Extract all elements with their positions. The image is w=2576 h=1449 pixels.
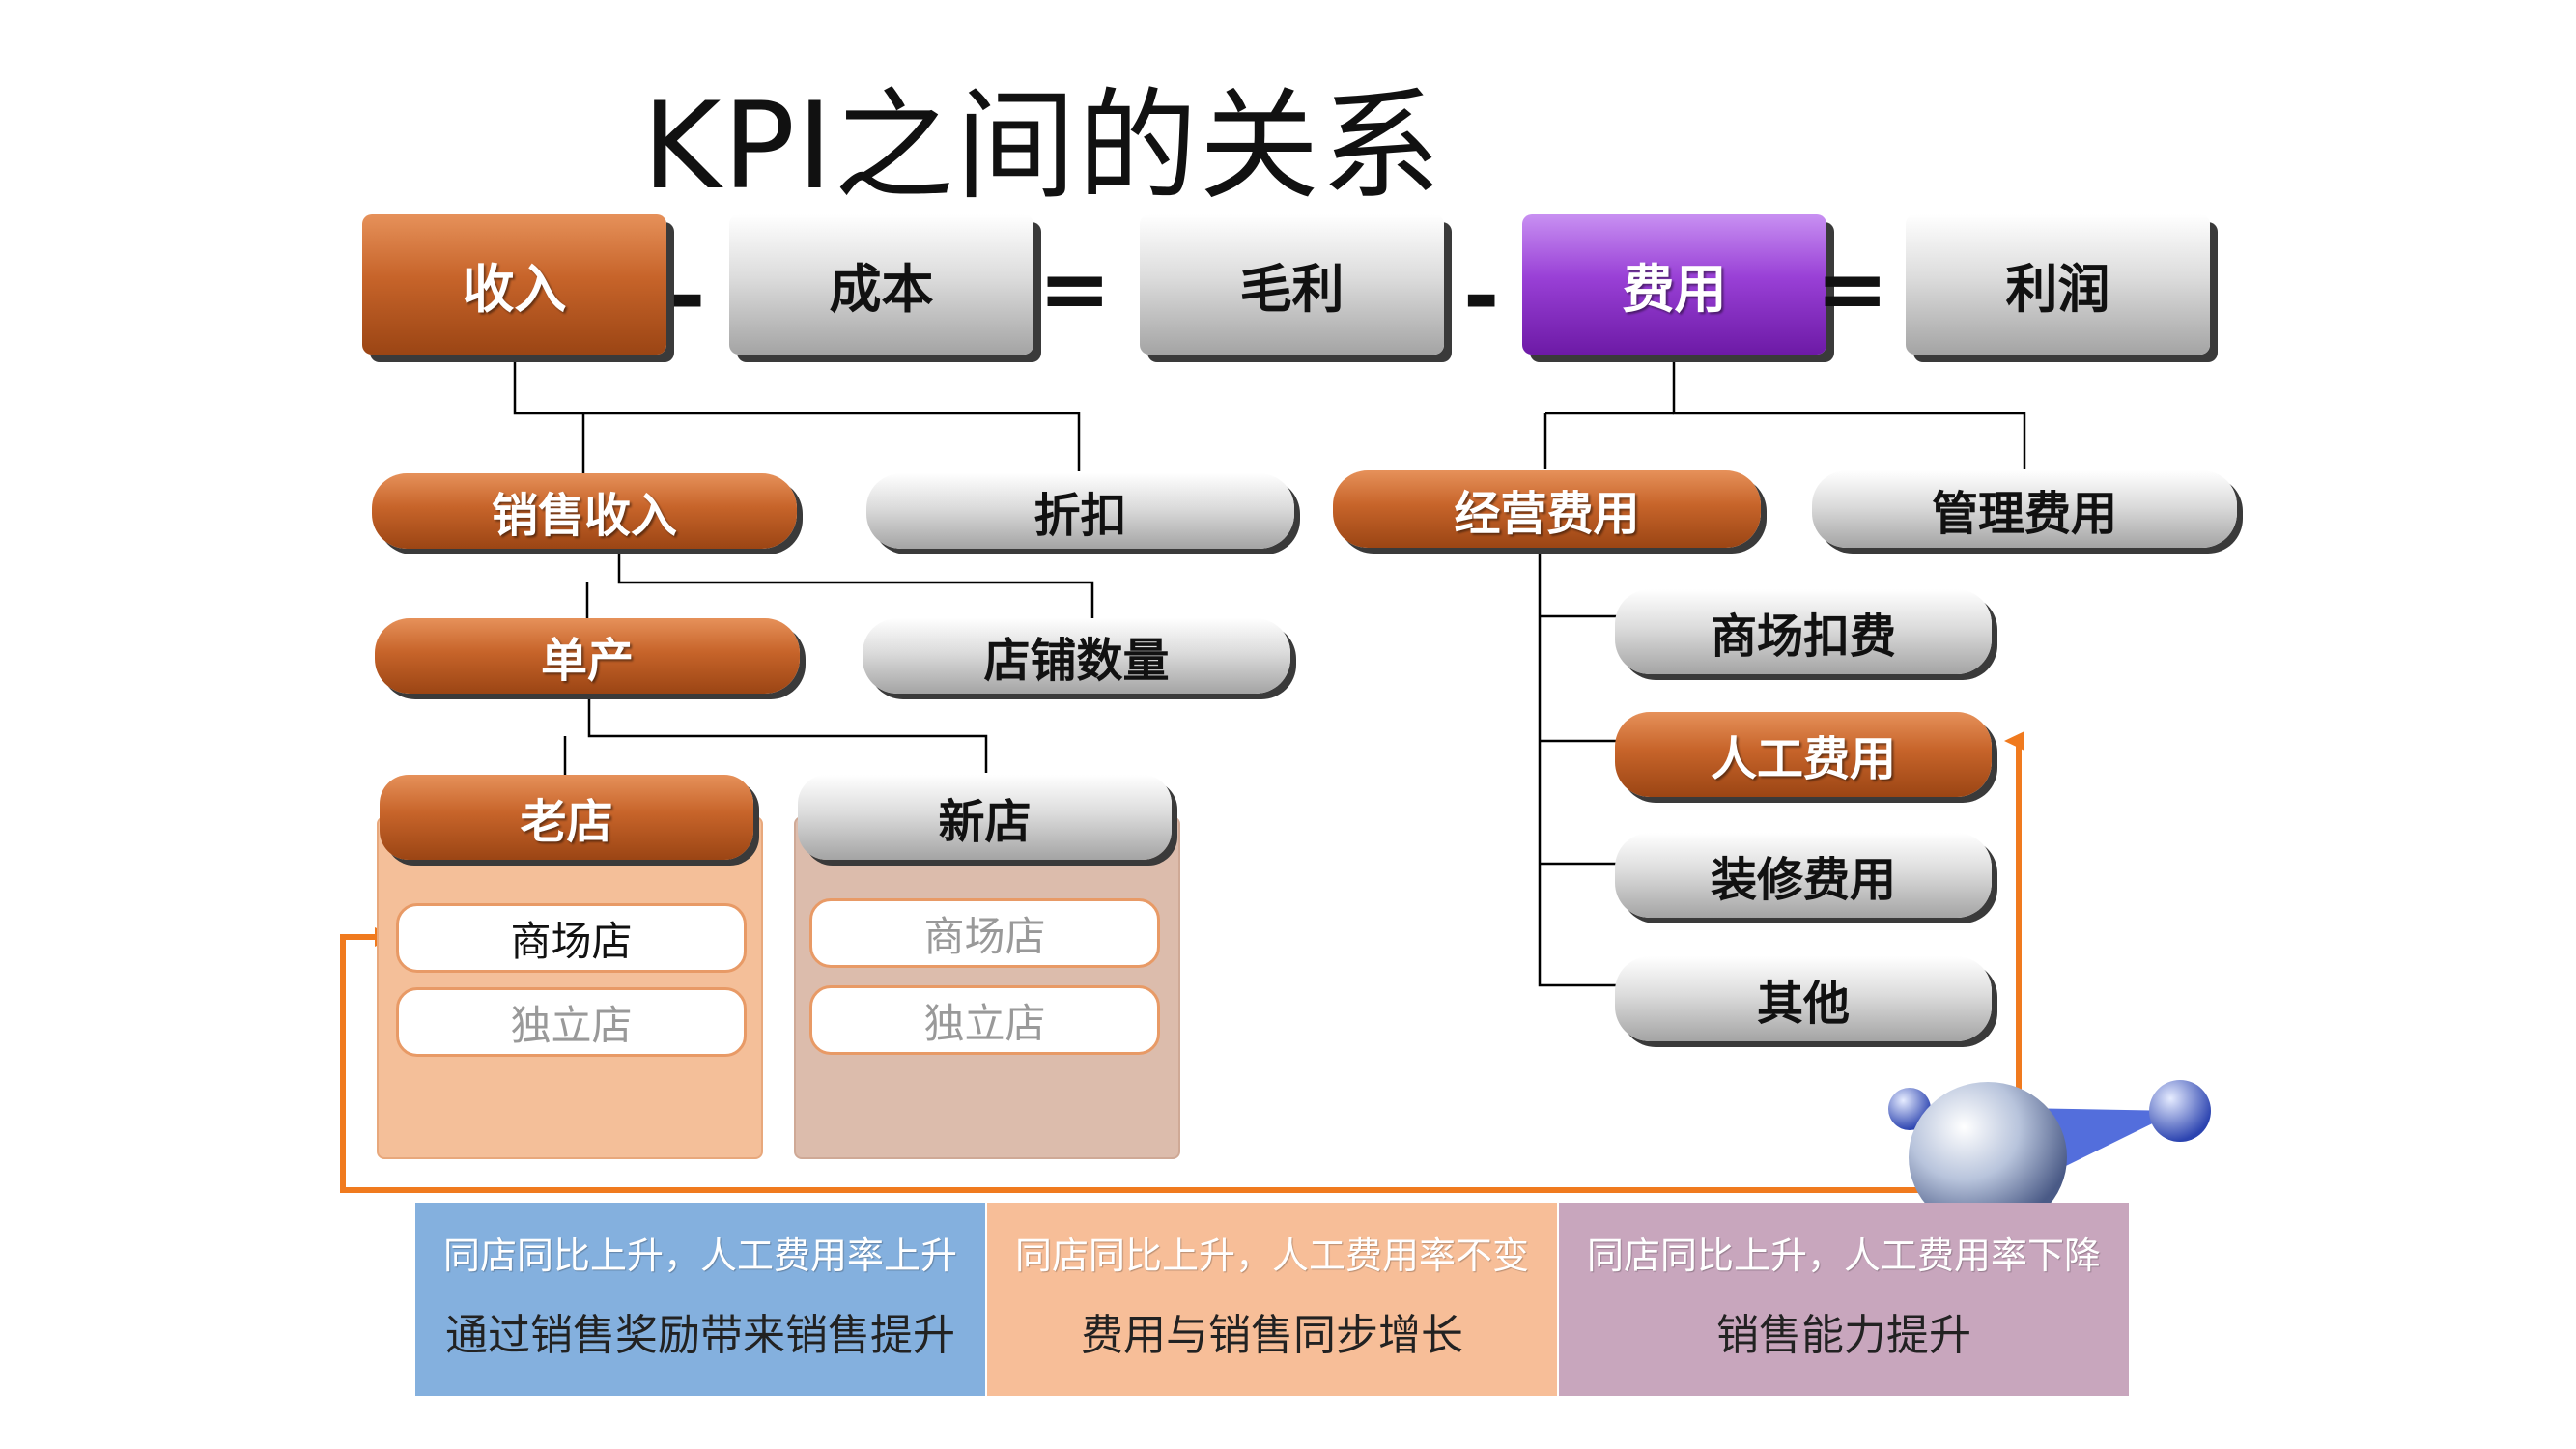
note-flat-rate-headline: 同店同比上升，人工费用率不变 [1014,1235,1529,1277]
old-mall-store: 商场店 [396,903,747,973]
mall-deduction-box: 商场扣费 [1615,589,1992,674]
equals-sign-2: = [1816,239,1889,340]
management-expense-box: 管理费用 [1812,470,2237,548]
note-rising-rate: 同店同比上升，人工费用率上升 通过销售奖励带来销售提升 [415,1203,985,1396]
note-falling-rate-headline: 同店同比上升，人工费用率下降 [1586,1235,2101,1277]
expense-box: 费用 [1522,214,1826,355]
note-rising-rate-detail: 通过销售奖励带来销售提升 [445,1311,955,1360]
labor-cost-box: 人工费用 [1615,712,1992,797]
sphere-decoration-icon [1888,1080,2211,1233]
minus-sign-2: - [1463,245,1500,347]
decoration-cost-box: 装修费用 [1615,833,1992,918]
discount-box: 折扣 [866,473,1294,549]
minus-sign: - [669,245,706,347]
note-flat-rate-detail: 费用与销售同步增长 [1081,1311,1463,1360]
new-mall-store: 商场店 [809,898,1160,968]
note-flat-rate: 同店同比上升，人工费用率不变 费用与销售同步增长 [987,1203,1557,1396]
page-title: KPI之间的关系 [642,77,1443,216]
sales-revenue-box: 销售收入 [372,473,797,549]
profit-box: 利润 [1906,214,2210,355]
revenue-box: 收入 [362,214,666,355]
old-standalone-store: 独立店 [396,987,747,1057]
operating-expense-box: 经营费用 [1333,470,1761,548]
cost-box: 成本 [729,214,1033,355]
equals-sign: = [1038,239,1112,340]
other-cost-box: 其他 [1615,956,1992,1041]
note-falling-rate: 同店同比上升，人工费用率下降 销售能力提升 [1559,1203,2129,1396]
old-store-box: 老店 [380,775,753,860]
gross-profit-box: 毛利 [1140,214,1444,355]
note-rising-rate-headline: 同店同比上升，人工费用率上升 [442,1235,957,1277]
note-falling-rate-detail: 销售能力提升 [1716,1311,1971,1360]
store-count-box: 店铺数量 [863,618,1290,694]
unit-output-box: 单产 [375,618,800,694]
new-standalone-store: 独立店 [809,985,1160,1055]
new-store-box: 新店 [798,775,1172,860]
